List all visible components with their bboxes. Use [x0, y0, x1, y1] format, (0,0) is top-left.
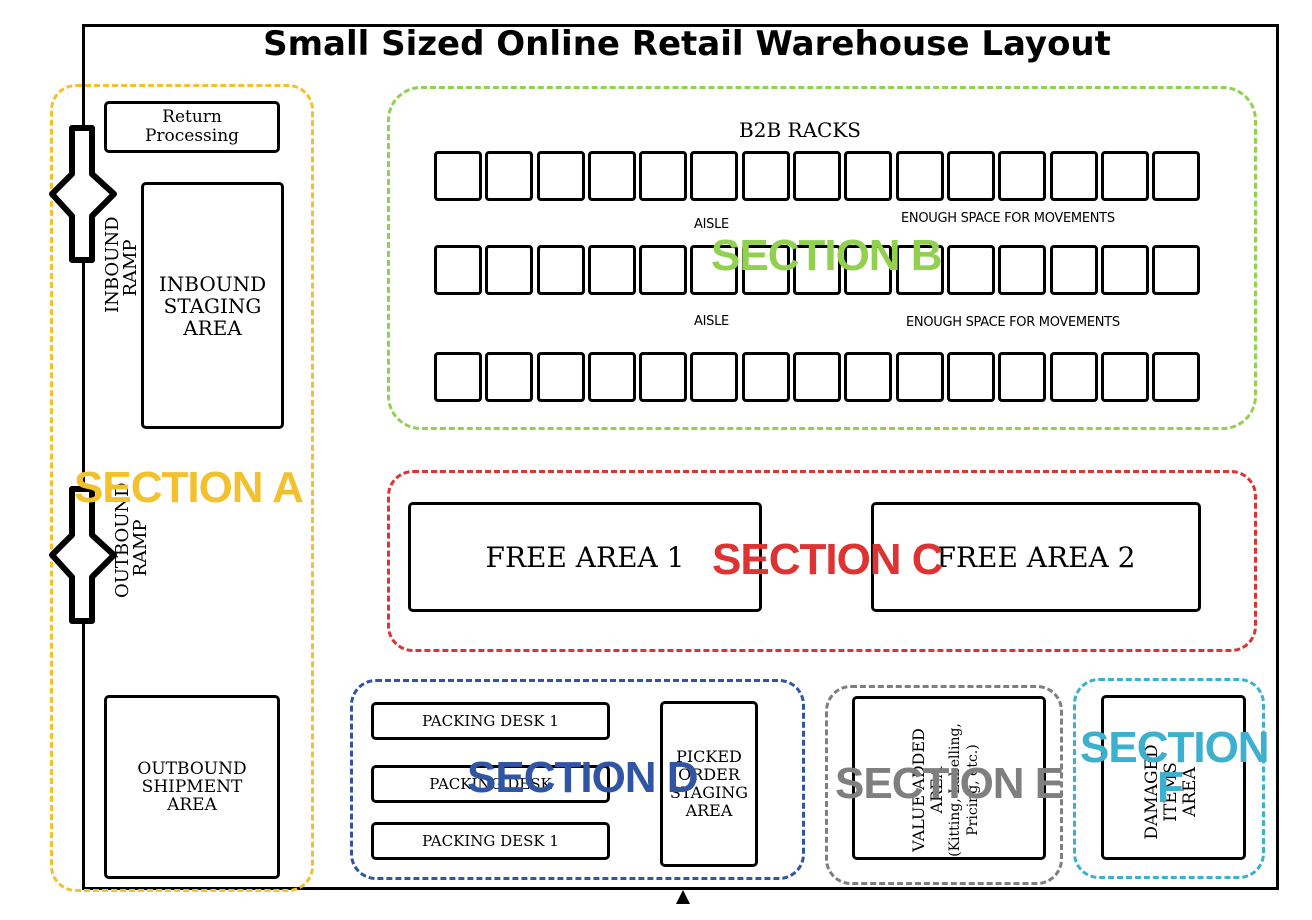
rack-slot — [793, 151, 842, 201]
rack-slot — [998, 245, 1047, 295]
rack-slot — [946, 151, 995, 201]
section-e-label: SECTION E — [835, 759, 1064, 808]
outbound-ramp-arrow-icon — [49, 486, 117, 624]
movement-space-label: ENOUGH SPACE FOR MOVEMENTS — [901, 211, 1115, 226]
picked-order-staging-label: PICKED ORDER STAGING AREA — [669, 747, 749, 820]
rack-slot — [536, 352, 585, 402]
rack-slot — [434, 245, 482, 295]
rack-slot — [485, 352, 534, 402]
rack-slot — [998, 352, 1047, 402]
rack-slot — [587, 352, 636, 402]
rack-slot — [1152, 151, 1201, 201]
rack-slot — [690, 352, 739, 402]
rack-slot — [741, 151, 790, 201]
rack-slot — [844, 245, 893, 295]
outbound-ramp-text: OUTBOUND RAMP — [112, 482, 151, 598]
rack-slot — [1152, 352, 1201, 402]
outbound-shipment-area: OUTBOUND SHIPMENT AREA — [104, 695, 280, 879]
section-d-label: SECTION D — [467, 753, 699, 802]
rack-slot — [639, 151, 688, 201]
rack-slot — [793, 352, 842, 402]
rack-slot — [895, 352, 944, 402]
packing-desk: PACKING DESK — [371, 765, 610, 803]
section-f-boundary — [1073, 678, 1265, 879]
section-f-text: SECTION F — [1080, 723, 1270, 812]
rack-slot — [1049, 151, 1098, 201]
rack-slot — [946, 245, 995, 295]
rack-slot — [434, 151, 482, 201]
rack-slot — [639, 245, 688, 295]
free-area-1-label: FREE AREA 1 — [485, 540, 685, 574]
outbound-shipment-label: OUTBOUND SHIPMENT AREA — [137, 759, 247, 815]
packing-desk-label: PACKING DESK — [429, 775, 552, 793]
rack-slot — [485, 151, 534, 201]
rack-slot — [536, 151, 585, 201]
section-d-boundary — [350, 679, 805, 880]
free-area-1: FREE AREA 1 — [408, 502, 762, 612]
entry-marker-icon — [676, 890, 690, 904]
rack-slot — [741, 245, 790, 295]
return-processing-area: Return Processing — [104, 101, 280, 153]
free-area-2: FREE AREA 2 — [871, 502, 1201, 612]
packing-desk: PACKING DESK 1 — [371, 702, 610, 740]
inbound-ramp-arrow-icon — [49, 125, 117, 263]
rack-row-2 — [434, 245, 1203, 295]
section-c-label: SECTION C — [712, 535, 944, 584]
rack-slot — [844, 352, 893, 402]
rack-slot — [1152, 245, 1201, 295]
rack-slot — [587, 151, 636, 201]
inbound-ramp-text: INBOUND RAMP — [102, 216, 141, 313]
value-added-area — [852, 696, 1046, 860]
packing-desk-label: PACKING DESK 1 — [422, 832, 559, 850]
page-title: Small Sized Online Retail Warehouse Layo… — [263, 24, 1111, 64]
section-a-boundary — [50, 84, 314, 892]
section-a-label: SECTION A — [74, 463, 304, 512]
rack-slot — [946, 352, 995, 402]
rack-slot — [1100, 151, 1149, 201]
free-area-2-label: FREE AREA 2 — [936, 540, 1136, 574]
rack-slot — [1049, 352, 1098, 402]
rack-slot — [895, 151, 944, 201]
inbound-staging-area: INBOUND STAGING AREA — [141, 182, 284, 429]
rack-row-1 — [434, 151, 1203, 201]
section-b-label: SECTION B — [711, 231, 943, 280]
rack-slot — [587, 245, 636, 295]
rack-slot — [1100, 245, 1149, 295]
damaged-items-area — [1101, 695, 1246, 860]
warehouse-wall — [82, 24, 1279, 890]
rack-slot — [793, 245, 842, 295]
picked-order-staging-area: PICKED ORDER STAGING AREA — [660, 701, 758, 867]
section-f-label: SECTION F — [1080, 723, 1270, 812]
rack-slot — [1049, 245, 1098, 295]
section-b-boundary — [387, 86, 1257, 430]
section-e-boundary — [825, 685, 1063, 885]
rack-slot — [434, 352, 482, 402]
rack-slot — [998, 151, 1047, 201]
rack-slot — [1100, 352, 1149, 402]
movement-space-label: ENOUGH SPACE FOR MOVEMENTS — [906, 315, 1120, 330]
aisle-label: AISLE — [694, 314, 729, 329]
rack-slot — [690, 151, 739, 201]
packing-desk-label: PACKING DESK 1 — [422, 712, 559, 730]
inbound-ramp-label: INBOUND RAMP — [102, 208, 144, 328]
rack-slot — [895, 245, 944, 295]
aisle-label: AISLE — [694, 217, 729, 232]
return-processing-label: Return Processing — [144, 107, 240, 146]
rack-slot — [485, 245, 534, 295]
rack-slot — [741, 352, 790, 402]
inbound-staging-label: INBOUND STAGING AREA — [158, 271, 267, 340]
rack-slot — [639, 352, 688, 402]
packing-desk: PACKING DESK 1 — [371, 822, 610, 860]
b2b-racks-title: B2B RACKS — [739, 118, 861, 142]
rack-slot — [690, 245, 739, 295]
rack-row-3 — [434, 352, 1203, 402]
rack-slot — [844, 151, 893, 201]
section-c-boundary — [387, 470, 1257, 652]
rack-slot — [536, 245, 585, 295]
